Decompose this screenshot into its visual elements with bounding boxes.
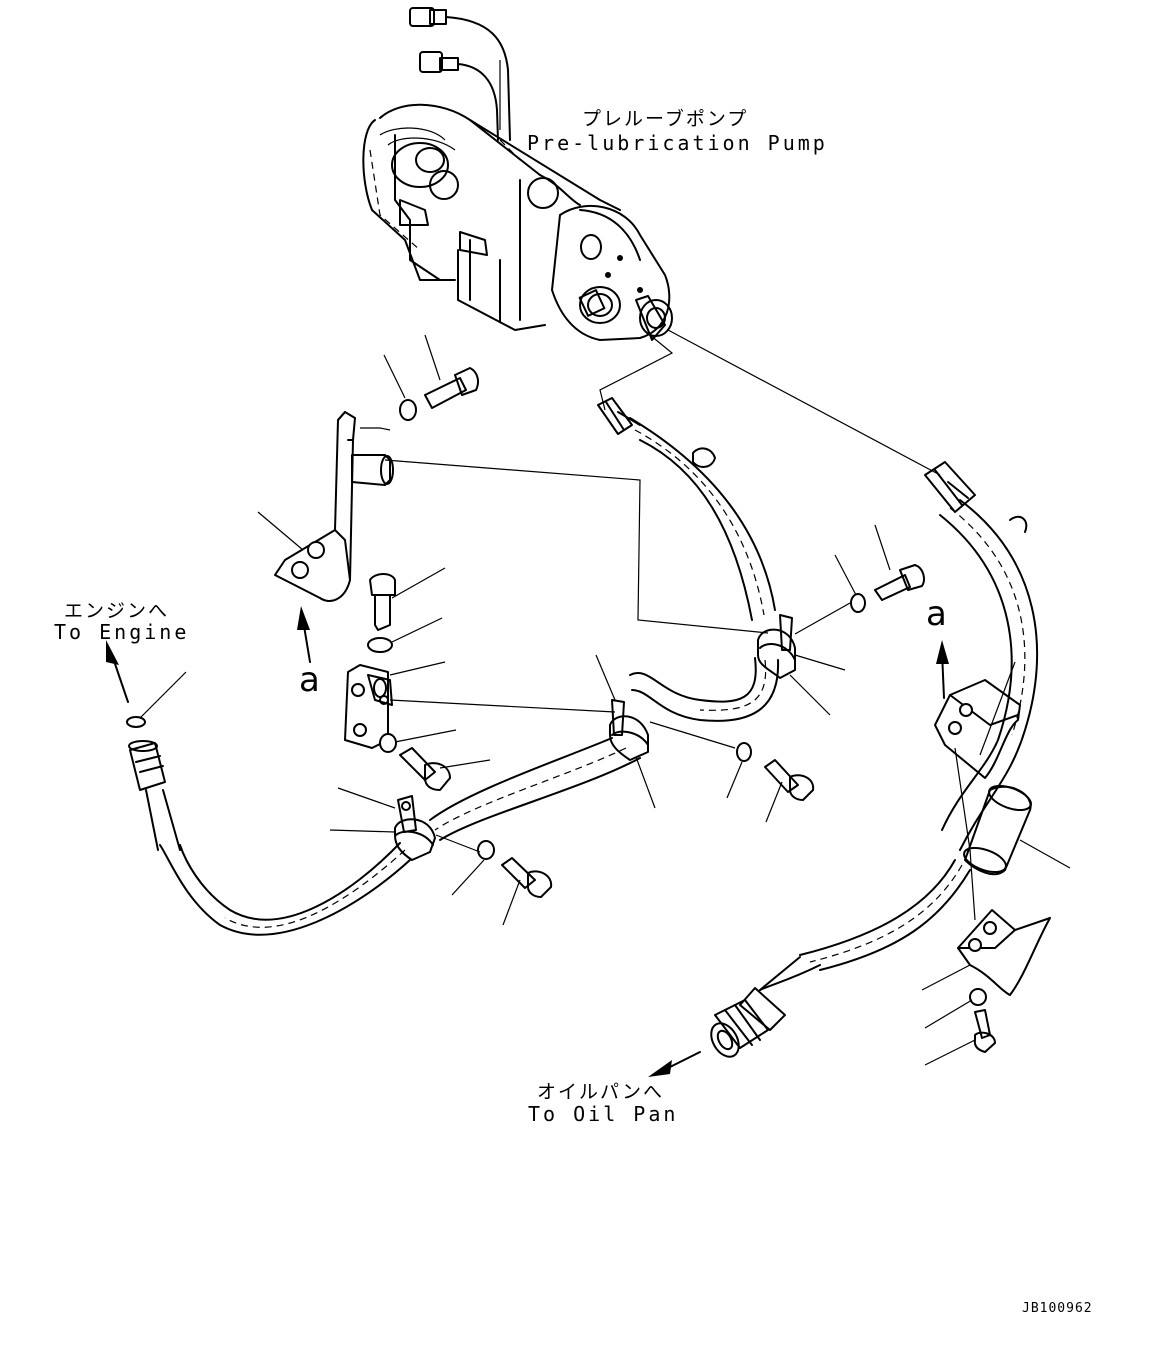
arrow-view-a-left <box>297 606 311 663</box>
hose-to-engine <box>128 397 780 936</box>
bolt-5 <box>764 759 815 801</box>
oil-pan-label-jp: オイルパンへ <box>537 1081 664 1103</box>
pump-connector <box>409 7 511 141</box>
hose-to-oil-pan <box>710 461 1039 1058</box>
arrow-view-a-right <box>936 640 949 699</box>
oil-pan-label-en: To Oil Pan <box>528 1102 679 1126</box>
clamp-3 <box>394 795 436 861</box>
washer-2 <box>367 637 393 653</box>
oil-pan-fitting <box>710 987 786 1058</box>
upper-bracket <box>274 411 394 602</box>
pump-motor-body <box>362 103 621 331</box>
bolt-7 <box>973 1009 996 1053</box>
view-a-label-left: a <box>299 660 320 700</box>
clamp-1 <box>757 614 796 679</box>
washer-4 <box>850 593 866 613</box>
clamp-plate-lower <box>957 909 1051 996</box>
leader-lines <box>139 334 1071 1066</box>
pre-lubrication-pump <box>362 7 673 341</box>
drawing-code: JB100962 <box>1022 1301 1093 1316</box>
pump-label-en: Pre-lubrication Pump <box>527 131 828 155</box>
pump-leader-lines <box>599 329 941 476</box>
washer-1 <box>399 399 417 421</box>
arrow-to-oil-pan <box>648 1051 701 1077</box>
washer-5 <box>736 742 752 762</box>
o-ring <box>126 716 146 728</box>
pump-head <box>551 204 673 341</box>
engine-label-jp: エンジンへ <box>64 600 170 622</box>
washer-3 <box>379 733 397 753</box>
washer-7 <box>969 988 987 1006</box>
washer-6 <box>477 840 495 860</box>
bolt-1 <box>424 367 479 409</box>
view-a-label-right: a <box>926 594 947 634</box>
clamp-plate-upper <box>934 679 1021 779</box>
pump-label-jp: プレルーブポンプ <box>582 108 749 130</box>
arrow-to-engine <box>106 640 129 703</box>
bolt-2 <box>369 573 396 631</box>
bolt-6 <box>501 857 553 898</box>
bolt-4 <box>874 564 925 601</box>
clamp-2 <box>609 699 649 761</box>
engine-label-en: To Engine <box>54 620 190 644</box>
hose-protector-sleeve <box>963 784 1032 876</box>
bolt-3 <box>399 747 451 791</box>
